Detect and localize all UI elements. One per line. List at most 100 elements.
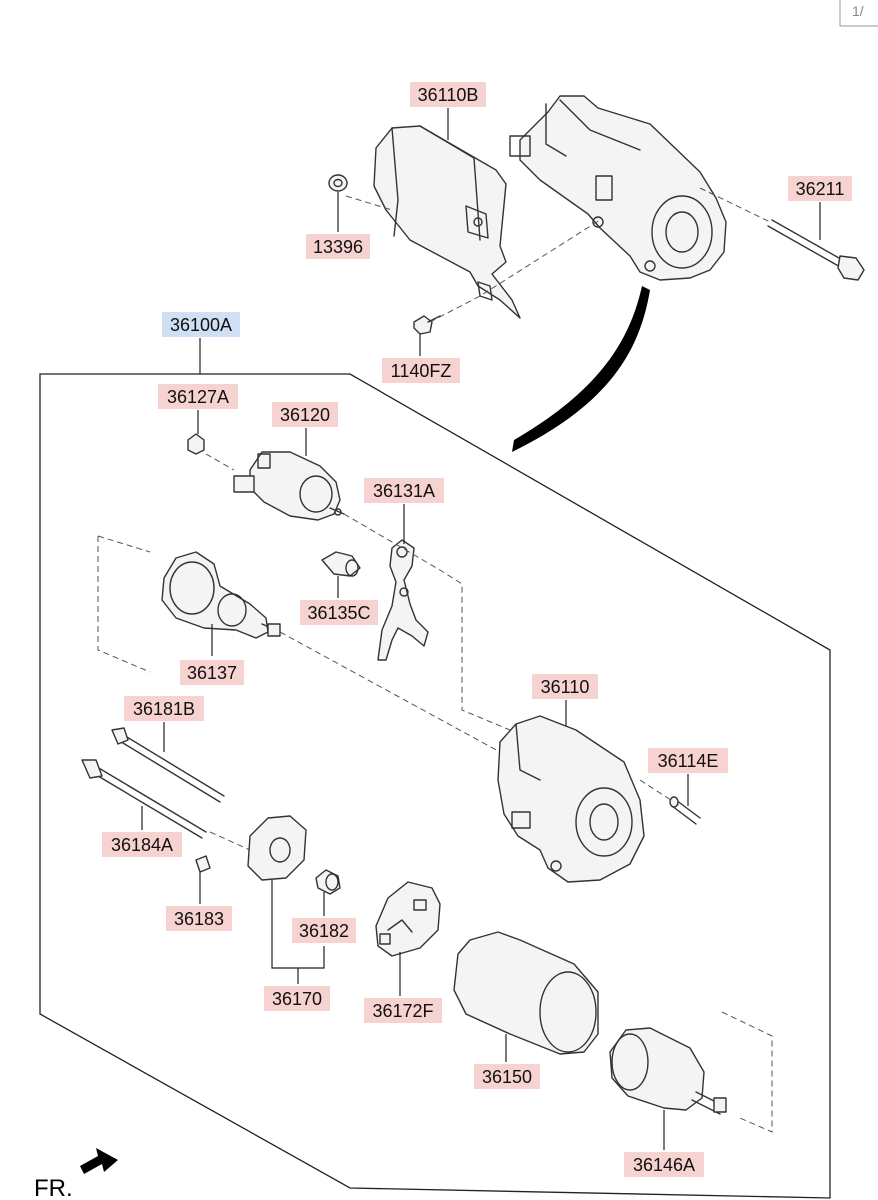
label-text: 36181B bbox=[133, 699, 195, 719]
label-text: 36170 bbox=[272, 989, 322, 1009]
label-bg bbox=[264, 986, 330, 1011]
label-bg bbox=[162, 312, 240, 337]
label-36211[interactable]: 36211 bbox=[788, 176, 852, 201]
label-text: 36150 bbox=[482, 1067, 532, 1087]
through-bolt-36181b-part bbox=[111, 727, 225, 803]
through-bolt-36184a-part bbox=[81, 759, 207, 839]
dash-line-bolt bbox=[429, 219, 601, 323]
label-bg bbox=[292, 918, 356, 943]
starter-housing-part bbox=[497, 715, 645, 883]
dash-line-motor bbox=[279, 631, 501, 753]
label-36120[interactable]: 36120 bbox=[272, 402, 338, 427]
clutch-gear-part bbox=[161, 551, 281, 639]
label-text: 36211 bbox=[796, 179, 845, 199]
label-36135c[interactable]: 36135C bbox=[300, 600, 378, 625]
label-36183[interactable]: 36183 bbox=[166, 906, 232, 931]
label-36114e[interactable]: 36114E bbox=[648, 748, 728, 773]
label-36181b[interactable]: 36181B bbox=[124, 696, 204, 721]
dash-line-clutch-left bbox=[97, 536, 151, 673]
bolt-36114e-part bbox=[669, 796, 701, 825]
starter-motor-top-part bbox=[509, 95, 727, 281]
label-text: 36120 bbox=[280, 405, 330, 425]
label-text: 36172F bbox=[372, 1001, 433, 1021]
bolt-1140fz-part bbox=[413, 315, 441, 335]
label-bg bbox=[102, 832, 182, 857]
label-text: 36110B bbox=[418, 85, 479, 105]
dash-line-long-bolt bbox=[699, 187, 771, 223]
dash-line-nut bbox=[345, 195, 393, 211]
dash-line-lever bbox=[343, 513, 511, 731]
corner-mark: 1/ bbox=[839, 0, 878, 27]
label-bg bbox=[474, 1064, 540, 1089]
label-36150[interactable]: 36150 bbox=[474, 1064, 540, 1089]
brush-holder-part bbox=[375, 881, 441, 957]
nut-13396-part bbox=[328, 174, 348, 192]
label-bg bbox=[624, 1152, 704, 1177]
dash-line-bolt-36114e bbox=[639, 779, 681, 807]
assembly-arrow bbox=[512, 286, 650, 452]
label-text: 36127A bbox=[167, 387, 229, 407]
label-36127a[interactable]: 36127A bbox=[158, 384, 238, 409]
label-text: 36135C bbox=[307, 603, 370, 623]
shift-lever-part bbox=[377, 539, 429, 661]
label-bg bbox=[532, 674, 598, 699]
front-direction-text: FR. bbox=[34, 1175, 73, 1200]
label-36100a[interactable]: 36100A bbox=[162, 312, 240, 337]
label-36172f[interactable]: 36172F bbox=[364, 998, 442, 1023]
label-text: 13396 bbox=[313, 237, 363, 257]
label-text: 36131A bbox=[373, 481, 435, 501]
label-bg bbox=[648, 748, 728, 773]
label-text: 36146A bbox=[633, 1155, 695, 1175]
front-arrow-icon bbox=[80, 1148, 118, 1174]
label-1140fz[interactable]: 1140FZ bbox=[382, 358, 460, 383]
front-direction-indicator: FR. bbox=[34, 1148, 118, 1200]
screw-36183-part bbox=[195, 855, 211, 873]
label-text: 36182 bbox=[299, 921, 349, 941]
label-bg bbox=[364, 478, 444, 503]
label-36146a[interactable]: 36146A bbox=[624, 1152, 704, 1177]
label-bg bbox=[382, 358, 460, 383]
label-text: 36100A bbox=[170, 315, 232, 335]
label-36184a[interactable]: 36184A bbox=[102, 832, 182, 857]
dash-line-armature bbox=[721, 1011, 773, 1133]
heat-shield-part bbox=[373, 125, 521, 319]
plunger-part bbox=[321, 551, 361, 577]
label-36182[interactable]: 36182 bbox=[292, 918, 356, 943]
dash-line-through-bolt bbox=[209, 831, 251, 851]
label-bg bbox=[272, 402, 338, 427]
label-text: 36184A bbox=[111, 835, 173, 855]
label-bg bbox=[180, 660, 244, 685]
label-36110b[interactable]: 36110B bbox=[410, 82, 486, 107]
label-text: 1140FZ bbox=[391, 361, 452, 381]
nut-36127a-part bbox=[187, 433, 205, 455]
armature-part bbox=[609, 1027, 727, 1115]
label-36110[interactable]: 36110 bbox=[532, 674, 598, 699]
label-text: 36110 bbox=[541, 677, 590, 697]
bolt-36211-part bbox=[767, 219, 865, 281]
dash-line-solenoid bbox=[205, 453, 235, 471]
label-text: 36183 bbox=[174, 909, 224, 929]
label-13396[interactable]: 13396 bbox=[306, 234, 370, 259]
label-36170[interactable]: 36170 bbox=[264, 986, 330, 1011]
label-text: 36137 bbox=[187, 663, 237, 683]
end-plate-part bbox=[247, 815, 307, 881]
label-bg bbox=[410, 82, 486, 107]
corner-mark-text: 1/ bbox=[852, 3, 864, 19]
label-36131a[interactable]: 36131A bbox=[364, 478, 444, 503]
label-bg bbox=[788, 176, 852, 201]
assembly-frame bbox=[39, 373, 831, 1199]
label-bg bbox=[364, 998, 442, 1023]
label-bg bbox=[166, 906, 232, 931]
label-bg bbox=[300, 600, 378, 625]
dash-line-clutch-top bbox=[97, 535, 151, 553]
label-bg bbox=[124, 696, 204, 721]
label-36137[interactable]: 36137 bbox=[180, 660, 244, 685]
label-text: 36114E bbox=[658, 751, 719, 771]
yoke-part bbox=[453, 931, 599, 1055]
label-bg bbox=[158, 384, 238, 409]
bushing-part bbox=[315, 869, 341, 895]
leader-36170 bbox=[271, 880, 325, 984]
label-bg bbox=[306, 234, 370, 259]
solenoid-part bbox=[233, 451, 345, 521]
